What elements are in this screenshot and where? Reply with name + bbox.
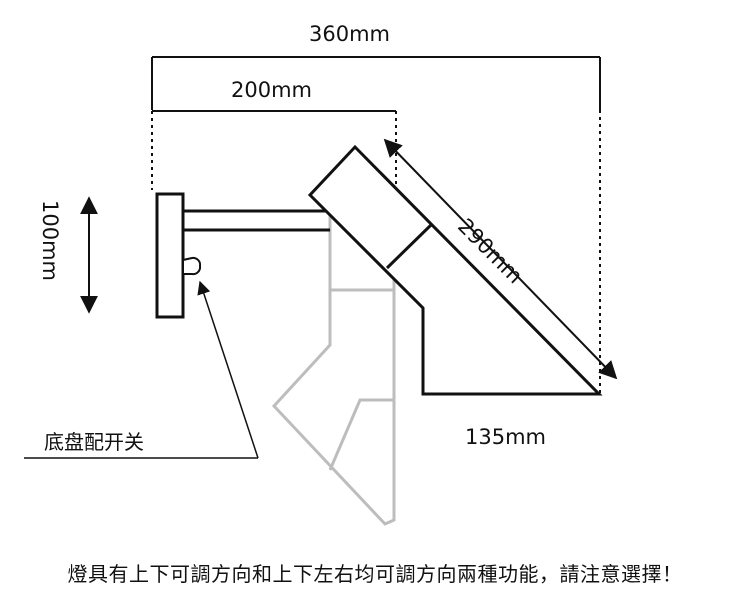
base-height-label: 100mm [38,200,62,281]
base-switch-knob [182,256,202,276]
overall-width-label: 360mm [309,22,390,46]
shade-length-arrow [383,138,618,380]
switch-callout-leader [24,280,259,459]
shade-bottom-label: 135mm [465,425,546,449]
footer-note: 燈具有上下可調方向和上下左右均可調方向兩種功能，請注意選擇！ [67,562,683,586]
base-switch-callout: 底盘配开关 [44,430,144,454]
lamp-arm [183,209,330,232]
arm-width-label: 200mm [231,78,312,102]
lamp-shade [307,144,603,396]
wall-base-plate [155,192,185,319]
